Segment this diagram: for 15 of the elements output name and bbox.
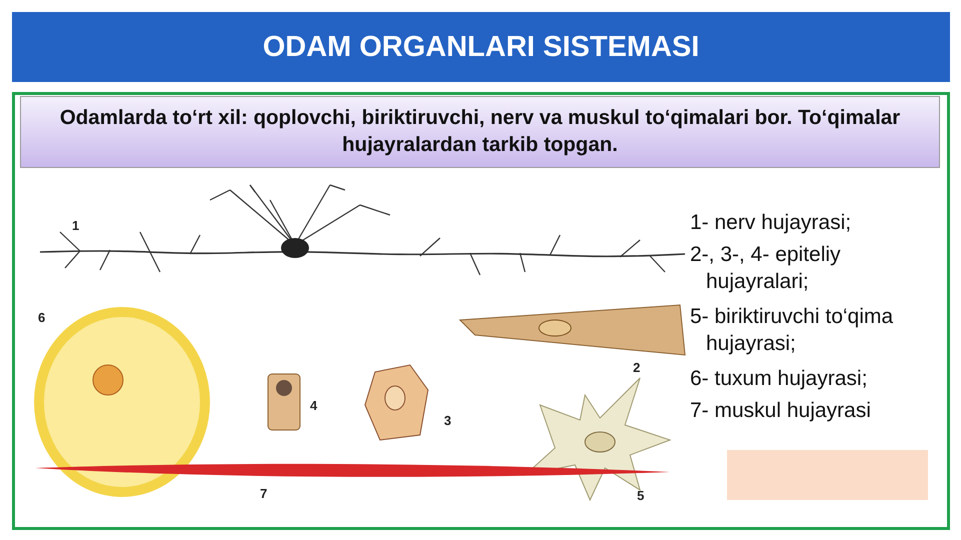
info-banner: Odamlarda to‘rt xil: qoplovchi, biriktiruvchi, nerv va muskul to‘qimalari bor. To‘qimalar hujayralardan tarkib topgan. [20, 96, 940, 168]
callout-number: 5 [637, 488, 644, 503]
callout-number: 7 [260, 486, 268, 501]
callout-number: 4 [310, 398, 318, 413]
blank-box [727, 450, 928, 500]
legend-text: 1- nerv hujayrasi; [690, 210, 852, 236]
legend-text: 7- muskul hujayrasi [690, 398, 872, 424]
legend-text: 5- biriktiruvchi to‘qima hujayrasi; [690, 304, 894, 357]
callout-number: 3 [444, 413, 452, 428]
callout-number: 6 [38, 310, 46, 325]
title-banner: ODAM ORGANLARI SISTEMASI [12, 12, 950, 82]
legend-text: 6- tuxum hujayrasi; [690, 366, 868, 392]
legend-text: 2-, 3-, 4- epiteliy hujayralari; [690, 242, 842, 295]
callout-number: 1 [72, 218, 80, 233]
callout-number: 2 [633, 360, 640, 375]
